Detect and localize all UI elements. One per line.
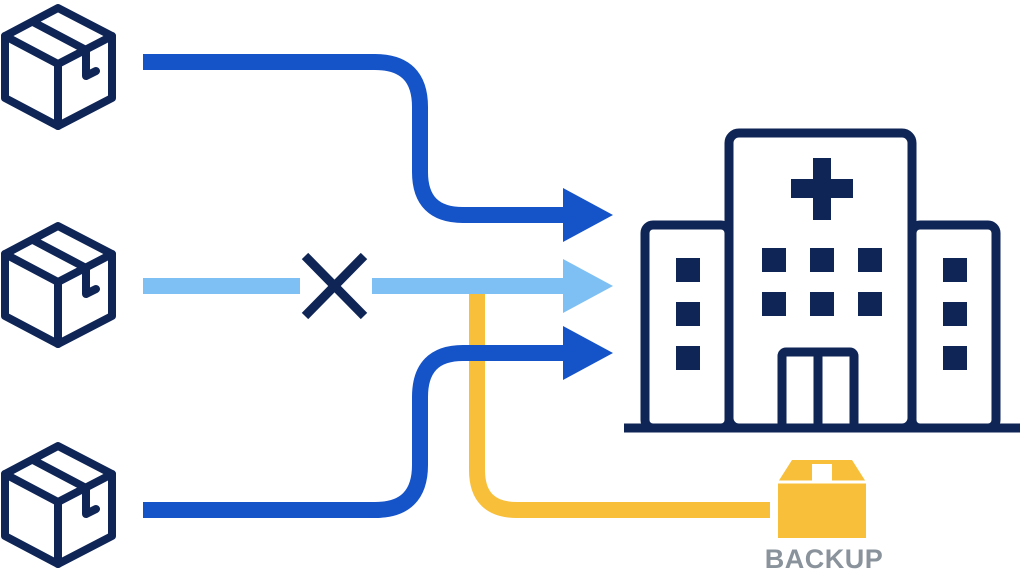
supplier-box-icon-middle [1,222,116,348]
middle-route-arrowhead [563,259,613,313]
hospital-icon [624,128,1020,433]
backup-box-icon [778,460,866,538]
backup-label: BACKUP [764,544,884,574]
backup-route-line [469,292,770,518]
bottom-route-arrowhead [563,326,613,380]
top-route-arrowhead [563,188,613,242]
supplier-box-icon-bottom [1,442,116,568]
top-route-line [143,54,570,223]
supplier-box-icon-top [1,4,116,130]
bottom-route-line [143,345,570,518]
x-mark-icon [301,252,368,320]
